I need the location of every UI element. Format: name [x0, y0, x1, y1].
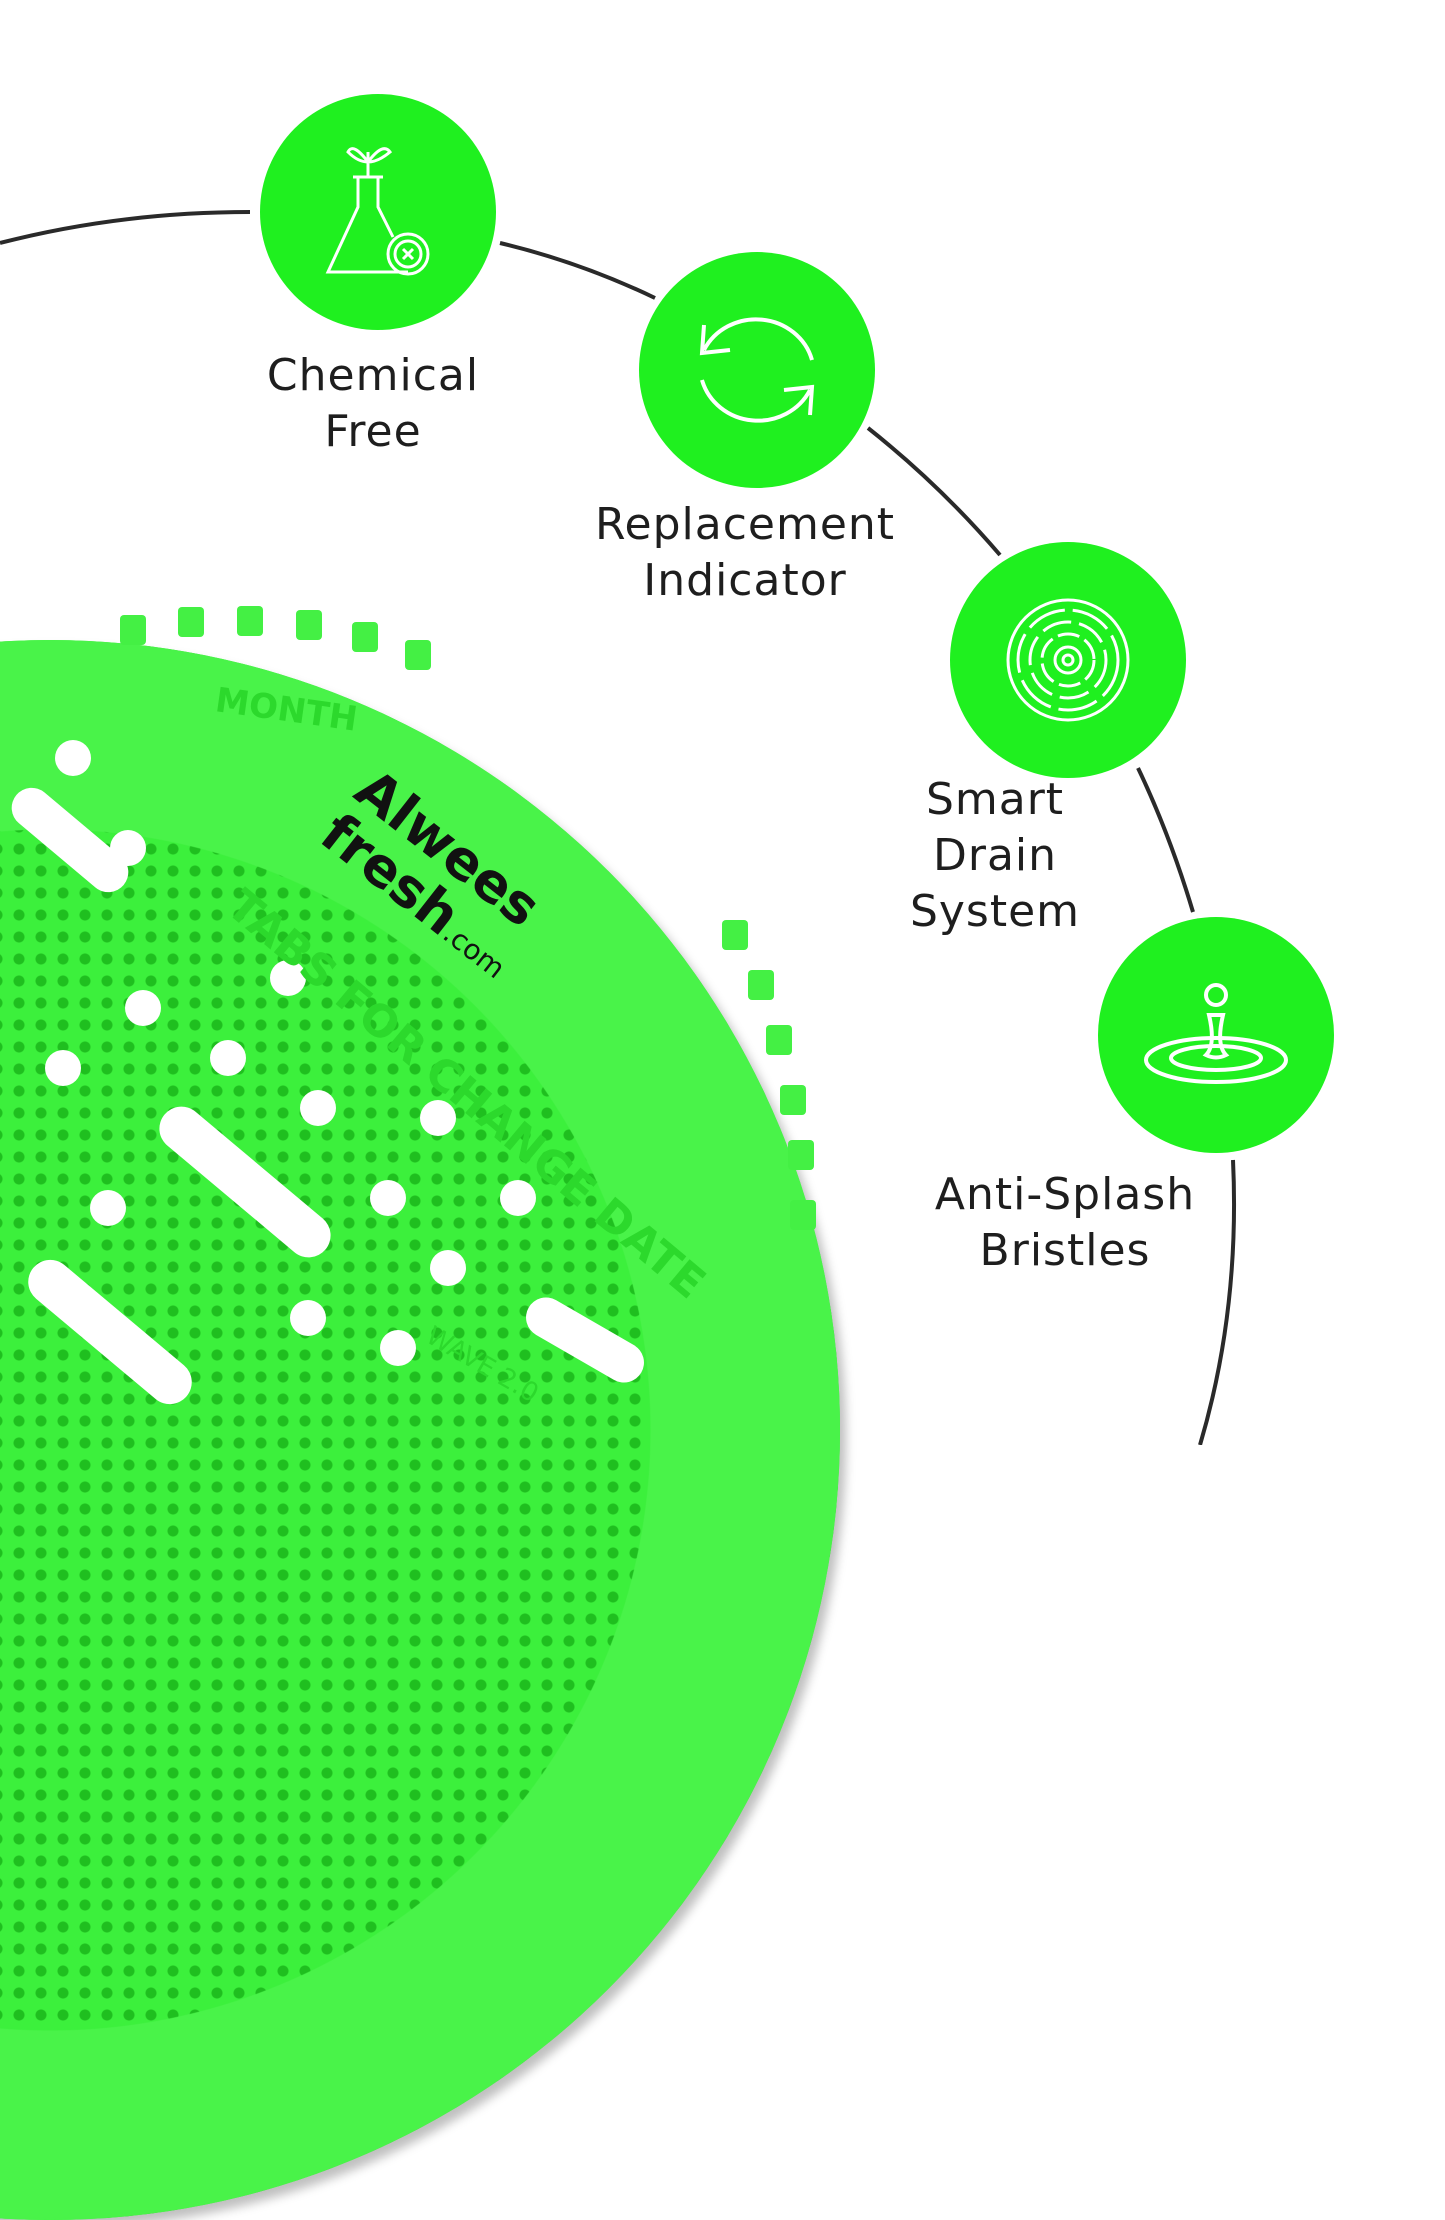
feature-replacement-indicator-badge [639, 252, 875, 488]
refresh-arrows-icon [699, 317, 815, 423]
feature-chemical-free-badge [260, 94, 496, 330]
water-drop-splash-icon [1144, 983, 1288, 1084]
drain-maze-icon [1006, 598, 1130, 722]
connector-arc [0, 210, 1237, 1445]
feature-label: Replacement Indicator [594, 499, 896, 606]
feature-label: Smart Drain System [909, 774, 1081, 937]
feature-smart-drain-badge [950, 542, 1186, 778]
feature-anti-splash-badge [1098, 917, 1334, 1153]
feature-label: Anti-Splash Bristles [934, 1169, 1196, 1276]
flask-plant-icon [325, 147, 430, 276]
feature-label: Chemical Free [266, 350, 480, 457]
